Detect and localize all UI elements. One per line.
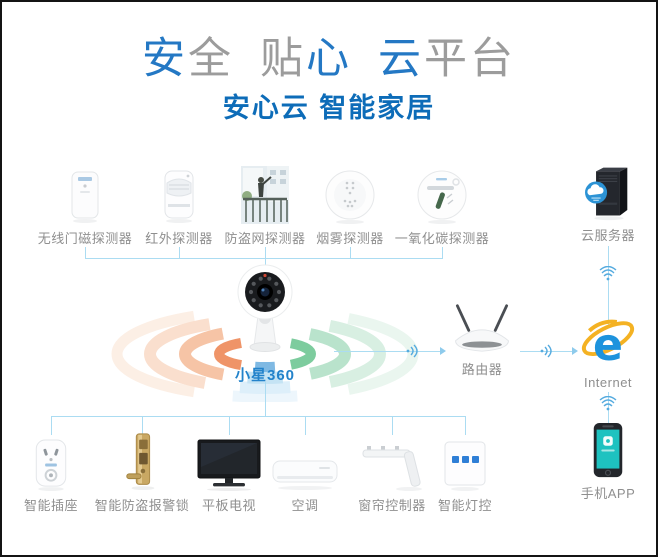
device-air-conditioner: 空调 [265, 438, 345, 514]
connector-stub [179, 247, 180, 258]
arrow-right-icon [440, 347, 446, 355]
hub-drop-line [265, 382, 266, 416]
wifi-signal-icon [599, 396, 617, 411]
device-label: 手机APP [580, 486, 636, 501]
device-label: Internet [583, 375, 633, 390]
smartphone-image [593, 422, 623, 478]
title-char: 安 [142, 35, 188, 83]
smoke-detector-image [325, 170, 375, 224]
device-label: 平板电视 [201, 498, 256, 513]
hub-camera-image [237, 264, 293, 352]
device-label: 空调 [291, 498, 319, 513]
connector-stub [229, 417, 230, 435]
device-router: 路由器 [437, 302, 527, 378]
device-window-net-sensor: 防盗网探测器 [217, 162, 313, 247]
connector-stub [392, 417, 393, 435]
device-label: 窗帘控制器 [358, 498, 426, 513]
connector-stub [350, 247, 351, 258]
connector-stub [51, 417, 52, 435]
title-char: 贴 [260, 35, 306, 83]
device-phone: 手机APP [563, 422, 653, 502]
device-door-sensor: 无线门磁探测器 [37, 162, 133, 247]
device-label: 烟雾探测器 [316, 231, 384, 246]
device-label: 智能插座 [23, 498, 78, 513]
curtain-controller-image [362, 446, 422, 491]
device-label: 防盗网探测器 [224, 231, 306, 246]
device-label: 无线门磁探测器 [37, 231, 133, 246]
wifi-signal-icon [599, 266, 617, 281]
wifi-signal-icon [540, 344, 552, 358]
device-smart-lock: 智能防盗报警锁 [90, 432, 194, 514]
node-internet: e Internet [563, 318, 653, 390]
light-switch-image [444, 441, 486, 491]
page-subtitle: 安心云 智能家居 [222, 93, 436, 123]
page-title: 安全贴心云平台 [2, 24, 656, 86]
connector-stub [442, 247, 443, 258]
device-curtain-controller: 窗帘控制器 [342, 434, 442, 514]
balcony-photo-image [241, 166, 289, 224]
device-flat-tv: 平板电视 [187, 436, 271, 514]
door-sensor-image [71, 171, 99, 223]
device-cloud-server: 云服务器 [558, 164, 656, 244]
hub-router-line [334, 351, 440, 352]
bottom-bus-line [51, 416, 466, 417]
device-co-detector: 一氧化碳探测器 [387, 162, 497, 247]
connector-stub [465, 417, 466, 435]
title-char: 全 [188, 35, 234, 83]
device-label: 路由器 [461, 362, 503, 377]
router-image [455, 304, 509, 352]
device-light-switch: 智能灯控 [420, 436, 510, 514]
air-conditioner-image [272, 460, 338, 490]
internet-explorer-icon: e [581, 319, 635, 371]
device-label: 一氧化碳探测器 [394, 231, 490, 246]
device-smart-plug: 智能插座 [11, 438, 91, 514]
smart-plug-image [35, 439, 67, 491]
hub-label: 小星360 [234, 367, 296, 384]
connector-stub [142, 417, 143, 435]
device-label: 红外探测器 [145, 231, 213, 246]
co-detector-image [417, 170, 467, 224]
connector-stub [85, 247, 86, 258]
svg-text:e: e [593, 320, 623, 371]
device-label: 智能灯控 [437, 498, 492, 513]
arrow-right-icon [572, 347, 578, 355]
device-smoke-detector: 烟雾探测器 [302, 162, 398, 247]
title-char: 云 [378, 35, 424, 83]
device-pir-sensor: 红外探测器 [131, 162, 227, 247]
server-tower-image [585, 167, 628, 221]
device-label: 智能防盗报警锁 [94, 498, 190, 513]
wifi-signal-icon [406, 344, 418, 358]
server-internet-line [608, 246, 609, 326]
connector-stub [305, 417, 306, 435]
top-bus-line [85, 258, 443, 259]
connector-stub [265, 247, 266, 258]
title-char: 心 [306, 35, 352, 83]
tv-image [197, 439, 261, 491]
door-lock-image [126, 433, 155, 491]
infrared-sensor-image [164, 170, 194, 223]
router-internet-line [520, 351, 572, 352]
title-char: 平台 [424, 35, 516, 83]
device-label: 云服务器 [580, 228, 635, 243]
